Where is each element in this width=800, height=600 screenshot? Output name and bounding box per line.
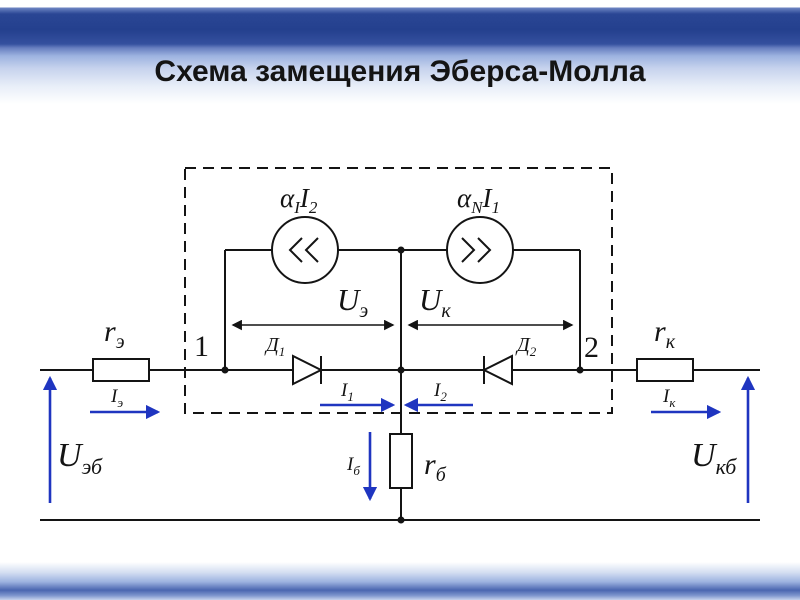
label-current-ie: Iэ [110,386,123,410]
bottom-decorative-band [0,562,800,600]
junction-dot-bottom [397,516,405,524]
resistor-rk [636,358,694,382]
chevron-right-icon [477,237,492,263]
resistor-re [92,358,150,382]
label-current-ik: Iк [662,386,676,410]
chevron-left-icon [304,237,319,263]
chevron-right-icon [461,237,476,263]
label-current-i1: I1 [340,380,354,404]
resistor-rb [389,433,413,489]
top-decorative-band [0,0,800,108]
label-node-1: 1 [194,330,209,363]
label-voltage-ukb: Uкб [691,437,737,479]
slide-title: Схема замещения Эберса-Молла [154,55,646,88]
label-current-ib: Iб [346,454,360,478]
label-diode-d1: Д1 [264,334,285,359]
label-source-alpha-i: αII2 [280,183,318,217]
label-diode-d2: Д2 [515,334,537,359]
label-source-alpha-n: αNI1 [457,183,500,217]
label-current-i2: I2 [433,380,447,404]
junction-dot-center [397,366,405,374]
chevron-left-icon [288,237,303,263]
current-source-alpha-n [446,216,514,284]
label-voltage-uk: Uк [419,282,451,322]
label-voltage-ue: Uэ [337,282,368,322]
diode-d1 [292,354,324,386]
label-resistor-re: rэ [104,315,125,353]
transistor-model-boundary [184,167,613,414]
junction-dot-node2 [576,366,584,374]
label-voltage-ueb: Uэб [57,437,103,479]
diode-d2 [481,354,513,386]
label-resistor-rk: rк [654,315,676,353]
label-resistor-rb: rб [424,448,447,486]
junction-dot [397,246,405,254]
junction-dot-node1 [221,366,229,374]
label-node-2: 2 [584,331,599,364]
current-source-alpha-i [271,216,339,284]
